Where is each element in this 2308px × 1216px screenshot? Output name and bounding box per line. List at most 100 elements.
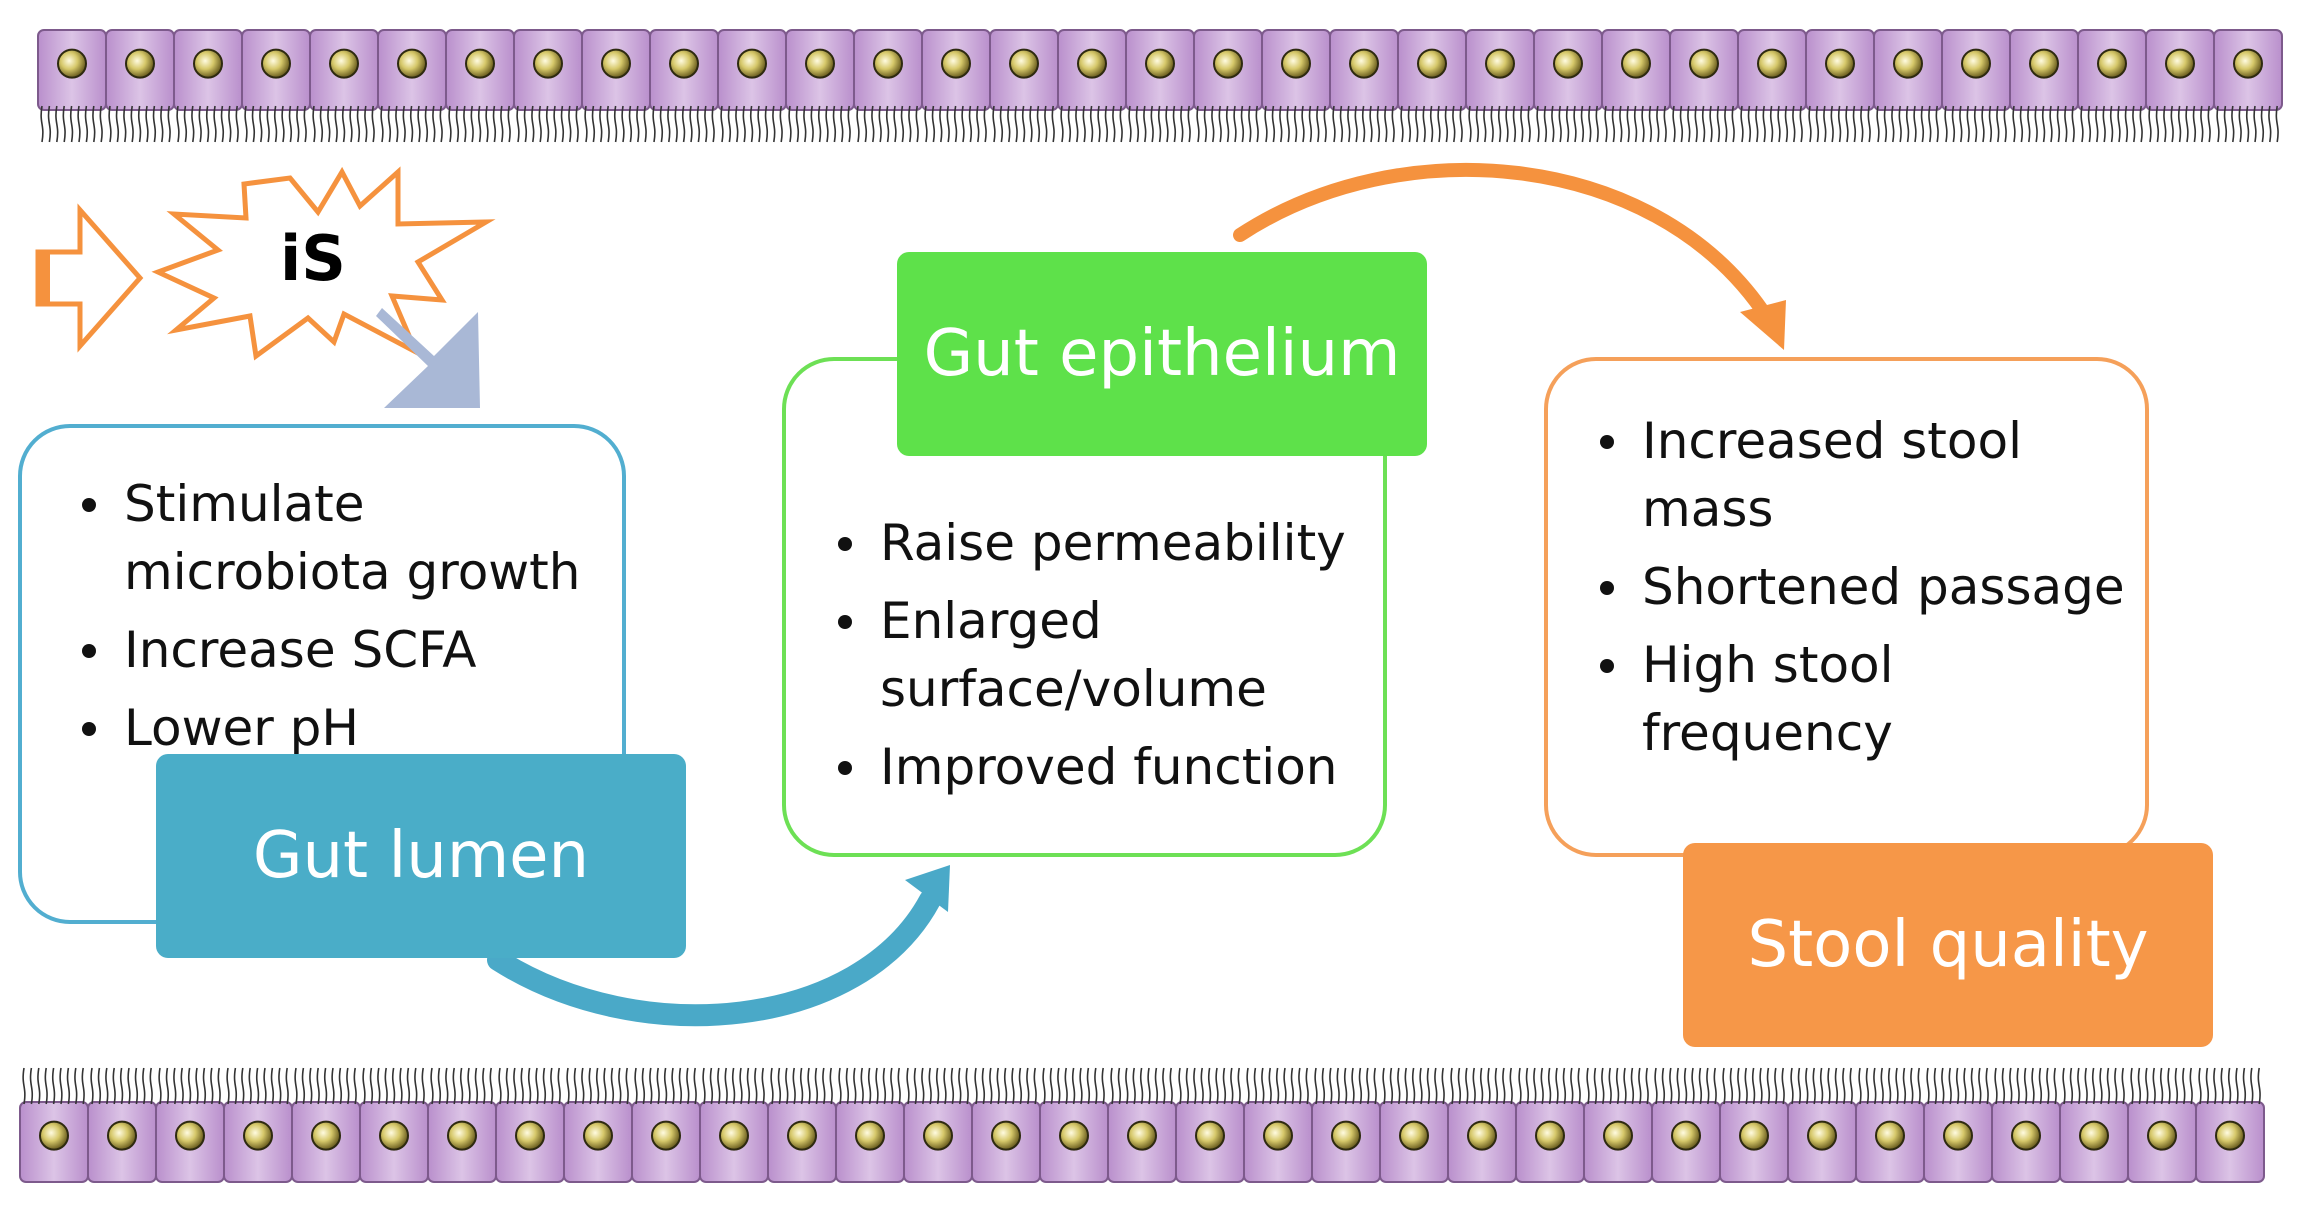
microvillus [1057,1067,1061,1105]
microvillus [2220,1067,2224,1105]
microvillus [2003,105,2007,143]
microvillus [882,1067,887,1105]
epithelial-cell [699,1101,769,1183]
microvillus [1713,1067,1717,1105]
microvillus [485,105,489,143]
microvillus [1450,1067,1454,1105]
microvillus [327,105,331,143]
microvillus [803,105,807,143]
microvillus [2200,105,2204,143]
microvillus [553,105,557,143]
microvillus [711,105,715,143]
microvillus [248,1067,252,1105]
microvillus [867,1067,872,1105]
microvillus [825,105,829,143]
microvillus [1060,105,1064,143]
microvillus [628,105,633,143]
trigger-label: iS [280,222,346,295]
microvillus [1769,105,1774,143]
microvillus [255,1067,260,1105]
epithelial-cell [1787,1101,1857,1183]
microvillus [853,1067,857,1105]
microvillus [459,1067,464,1105]
microvillus [430,1067,434,1105]
microvillus [746,1067,751,1105]
microvillus [1094,1067,1098,1105]
microvillus [226,1067,230,1105]
microvillus [1540,1067,1544,1105]
microvillus [1261,1067,1265,1105]
microvillus [1429,105,1434,143]
microvillus [754,1067,758,1105]
epithelial-cell [2059,1101,2129,1183]
microvillus [1132,1067,1136,1105]
epithelial-cell [19,1101,89,1183]
microvillus [2245,105,2250,143]
stool-quality-label: Stool quality [1683,843,2213,1047]
microvillus [1301,105,1305,143]
microvillus [1211,105,1215,143]
microvillus [1275,1067,1280,1105]
microvillus [591,105,596,143]
epithelial-cell [1379,1101,1449,1183]
microvillus [244,105,248,143]
microvillus [1716,105,1721,143]
microvillus [542,1067,547,1105]
microvillus [402,105,406,143]
microvillus [1110,1067,1114,1105]
microvillus [1497,105,1502,143]
microvillus [2099,1067,2103,1105]
microvillus [399,1067,403,1105]
microvillus [1656,105,1660,143]
microvillus [1135,105,1140,143]
microvillus [470,105,474,143]
microvillus [1533,1067,1537,1105]
microvillus [1941,1067,1945,1105]
microvillus [69,105,74,143]
epithelial-cell [1855,1101,1925,1183]
microvillus [213,105,217,143]
microvillus [2242,1067,2247,1105]
microvillus [1944,105,1948,143]
microvillus [1036,105,1041,143]
microvillus [1555,1067,1559,1105]
microvillus [44,1067,48,1105]
microvillus [1389,1067,1394,1105]
microvillus [943,1067,947,1105]
epithelium-top-layer [37,29,2283,143]
microvillus [1604,105,1608,143]
microvillus [588,1067,592,1105]
microvillus [761,1067,765,1105]
microvillus [2145,1067,2149,1105]
microvillus [1724,105,1728,143]
microvillus [1645,1067,1649,1105]
epithelial-cell [445,29,515,111]
epithelial-cell [2145,29,2215,111]
microvillus [1672,105,1676,143]
epithelial-cell [971,1101,1041,1183]
microvillus [1165,105,1169,143]
microvillus [2069,1067,2074,1105]
epithelial-cell [1107,1101,1177,1183]
microvillus [183,105,188,143]
microvillus [659,105,664,143]
microvillus [717,1067,721,1105]
epithelial-cell [1125,29,1195,111]
microvillus [97,1067,102,1105]
epithelial-cell [1651,1101,1721,1183]
microvillus [1611,105,1616,143]
microvillus [1021,105,1026,143]
microvillus [863,105,868,143]
microvillus [2139,105,2143,143]
microvillus [606,105,610,143]
microvillus [610,1067,615,1105]
microvillus [1547,1067,1552,1105]
microvillus [1150,105,1154,143]
microvillus [1588,105,1592,143]
microvillus [981,1067,986,1105]
microvillus [584,105,588,143]
microvillus [764,105,769,143]
microvillus [338,1067,343,1105]
microvillus [520,1067,524,1105]
microvillus [2177,105,2182,143]
